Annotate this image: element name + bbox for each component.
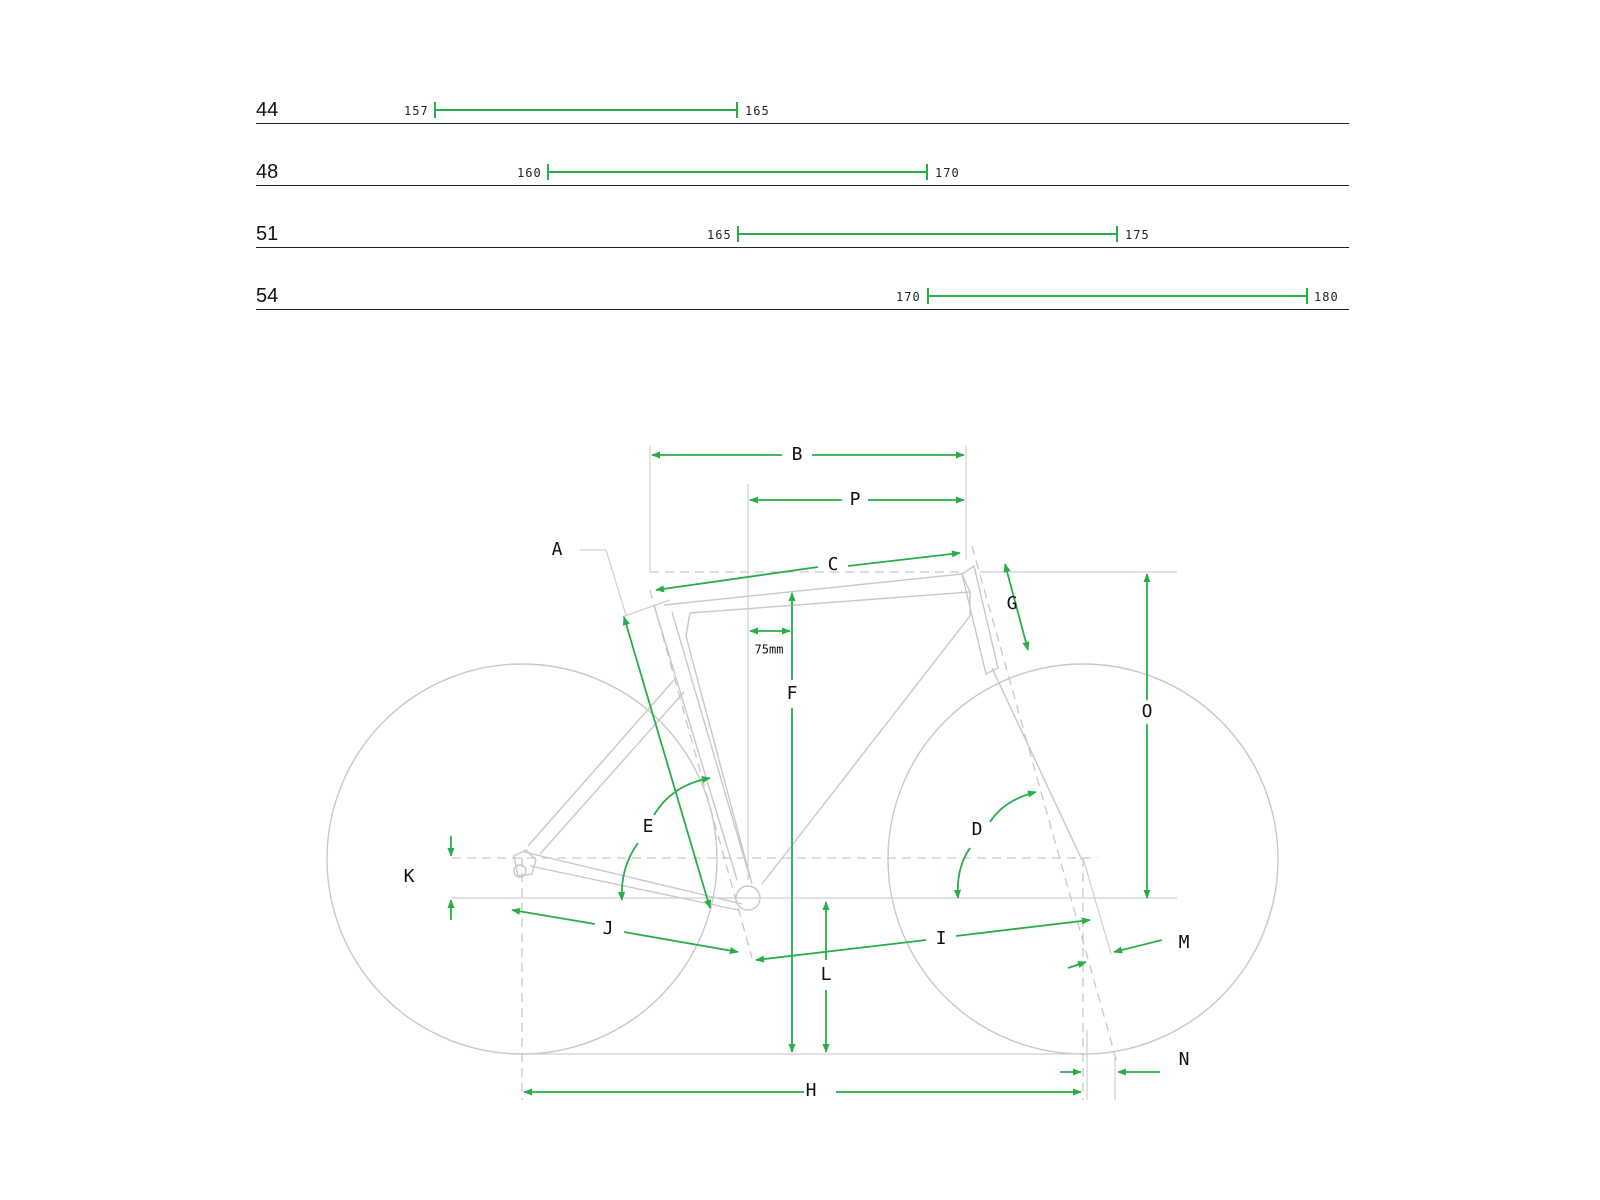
dim-e-upper bbox=[653, 775, 711, 816]
dim-j-right bbox=[623, 931, 739, 955]
dim-a bbox=[622, 616, 712, 909]
row-divider bbox=[256, 309, 1349, 310]
height-range-bar bbox=[737, 226, 1118, 242]
seat-stay bbox=[527, 679, 685, 855]
dim-d-upper bbox=[989, 790, 1037, 823]
dim-m-left bbox=[1067, 961, 1087, 969]
label-a: A bbox=[552, 539, 563, 560]
size-row-51: 51 165 175 bbox=[256, 186, 1349, 248]
label-h: H bbox=[806, 1080, 817, 1101]
size-row-48: 48 160 170 bbox=[256, 124, 1349, 186]
head-tube bbox=[961, 564, 999, 676]
seat-post bbox=[621, 599, 671, 618]
size-chart: 44 157 165 48 160 170 51 165 175 54 170 … bbox=[0, 0, 1600, 340]
size-label: 48 bbox=[256, 161, 279, 183]
bike-frame bbox=[326, 446, 1279, 1100]
dim-e-lower bbox=[617, 842, 639, 901]
dim-j-left bbox=[511, 907, 596, 925]
label-m: M bbox=[1179, 932, 1190, 953]
size-row-44: 44 157 165 bbox=[256, 62, 1349, 124]
steering-axis-line bbox=[971, 545, 1119, 1067]
dim-i-left bbox=[755, 939, 927, 963]
dim-c-left bbox=[655, 566, 819, 593]
height-range-bar bbox=[547, 164, 928, 180]
fork-offset-line bbox=[1082, 857, 1112, 955]
rear-axle bbox=[513, 864, 527, 878]
label-n: N bbox=[1179, 1049, 1190, 1070]
dim-c-right bbox=[847, 550, 961, 567]
offset-note: 75mm bbox=[755, 643, 784, 657]
height-min: 160 bbox=[517, 166, 542, 180]
size-row-54: 54 170 180 bbox=[256, 248, 1349, 310]
size-label: 44 bbox=[256, 99, 279, 121]
label-f: F bbox=[787, 683, 798, 704]
top-tube bbox=[663, 573, 972, 614]
height-min: 165 bbox=[707, 228, 732, 242]
height-min: 157 bbox=[404, 104, 429, 118]
rear-dropout bbox=[513, 849, 537, 877]
dim-i-right bbox=[955, 917, 1091, 937]
height-range-bar bbox=[927, 288, 1308, 304]
label-i: I bbox=[936, 928, 947, 949]
label-e: E bbox=[643, 816, 654, 837]
label-g: G bbox=[1007, 593, 1018, 614]
seat-tube bbox=[653, 604, 751, 881]
dimension-arrows bbox=[447, 451, 1163, 1096]
size-label: 51 bbox=[256, 223, 279, 245]
height-min: 170 bbox=[896, 290, 921, 304]
label-j: J bbox=[603, 918, 614, 939]
height-max: 180 bbox=[1314, 290, 1339, 304]
fork bbox=[991, 667, 1083, 861]
row-divider bbox=[256, 123, 1349, 124]
height-range-bar bbox=[434, 102, 738, 118]
dim-d-lower bbox=[953, 847, 971, 899]
label-c: C bbox=[828, 554, 839, 575]
label-p: P bbox=[850, 489, 861, 510]
label-d: D bbox=[972, 819, 983, 840]
down-tube bbox=[685, 592, 971, 885]
height-max: 165 bbox=[745, 104, 770, 118]
dim-g bbox=[1003, 563, 1030, 651]
a-leader-angle bbox=[605, 549, 627, 616]
size-label: 54 bbox=[256, 285, 279, 307]
dimension-labels: A B P C G 75mm F O E D K J I M L N H bbox=[404, 444, 1190, 1101]
label-k: K bbox=[404, 866, 415, 887]
height-max: 175 bbox=[1125, 228, 1150, 242]
label-o: O bbox=[1142, 701, 1153, 722]
dim-m-right bbox=[1113, 939, 1163, 954]
chain-stay bbox=[523, 851, 743, 911]
label-b: B bbox=[792, 444, 803, 465]
row-divider bbox=[256, 247, 1349, 248]
row-divider bbox=[256, 185, 1349, 186]
height-max: 170 bbox=[935, 166, 960, 180]
label-l: L bbox=[821, 964, 832, 985]
